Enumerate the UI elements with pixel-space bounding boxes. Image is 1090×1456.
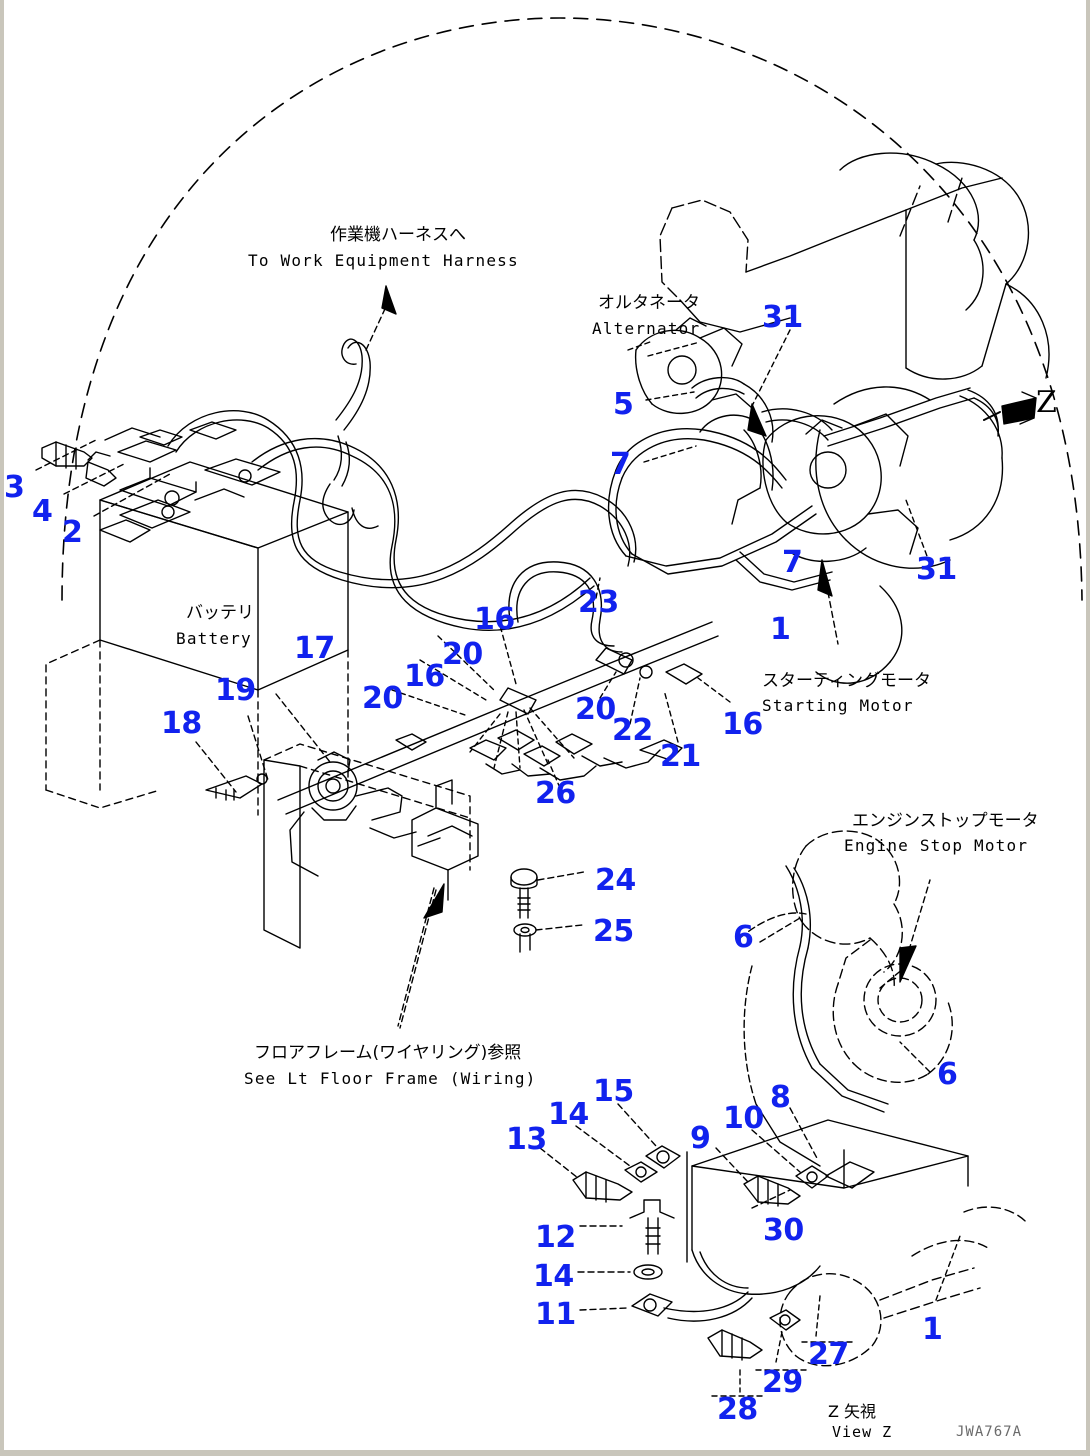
part-callout-4: 4 (32, 494, 53, 529)
part-callout-9: 9 (690, 1121, 711, 1156)
label-starting-motor-jp: スターティングモータ (762, 671, 931, 691)
part-callout-16: 16 (722, 707, 763, 742)
part-callout-21: 21 (660, 739, 701, 774)
part-callout-7: 7 (610, 447, 631, 482)
label-battery-en: Battery (176, 629, 252, 648)
battery-cables (167, 410, 637, 632)
part-callout-15: 15 (593, 1074, 634, 1109)
battery-terminal-hardware (35, 439, 171, 543)
part-callout-27: 27 (808, 1337, 849, 1372)
work-equipment-harness-branch (322, 285, 397, 529)
starting-motor-body (731, 413, 919, 645)
canopy-arc (61, 17, 1083, 601)
label-alternator-jp: オルタネータ (598, 293, 700, 313)
section-arrow-z (983, 391, 1037, 425)
part-callout-30: 30 (763, 1213, 804, 1248)
main-harness-trunk (277, 617, 731, 815)
label-work-equipment-harness-en: To Work Equipment Harness (248, 251, 519, 270)
part-callout-29: 29 (762, 1365, 803, 1400)
part-callout-10: 10 (723, 1101, 764, 1136)
part-callout-16: 16 (474, 602, 515, 637)
label-floor-frame-wiring-en: See Lt Floor Frame (Wiring) (244, 1069, 537, 1088)
part-callout-8: 8 (770, 1080, 791, 1115)
part-callout-19: 19 (215, 673, 256, 708)
floor-frame-label-leader (397, 887, 435, 1027)
part-callout-20: 20 (575, 692, 616, 727)
view-z-label-en: View Z (832, 1423, 893, 1441)
part-callout-7: 7 (782, 545, 803, 580)
label-engine-stop-motor-en: Engine Stop Motor (844, 836, 1029, 855)
part-callout-14: 14 (548, 1097, 589, 1132)
page-edge-left (0, 0, 4, 1456)
label-engine-stop-motor-jp: エンジンストップモータ (852, 811, 1039, 831)
view-z-label-jp: Z 矢視 (828, 1402, 877, 1421)
label-battery-jp: バッテリ (186, 603, 254, 623)
part-callout-31: 31 (916, 552, 957, 587)
part-callout-20: 20 (442, 637, 483, 672)
horn-and-frame (195, 693, 471, 949)
label-work-equipment-harness-jp: 作業機ハーネスへ (330, 225, 466, 245)
floor-frame-plate (399, 779, 479, 1029)
part-callout-6: 6 (937, 1057, 958, 1092)
engine-harness-loops (607, 329, 999, 591)
part-callout-25: 25 (593, 914, 634, 949)
part-callout-22: 22 (612, 713, 653, 748)
label-alternator-en: Alternator (592, 319, 701, 338)
part-callout-6: 6 (733, 920, 754, 955)
part-callout-12: 12 (535, 1220, 576, 1255)
part-callout-28: 28 (717, 1392, 758, 1427)
part-callout-2: 2 (62, 515, 83, 550)
label-starting-motor-en: Starting Motor (762, 696, 914, 715)
part-callout-31: 31 (762, 300, 803, 335)
page-edge-bottom (0, 1450, 1090, 1456)
part-callout-26: 26 (535, 776, 576, 811)
part-callout-1: 1 (922, 1312, 943, 1347)
part-callout-1: 1 (770, 612, 791, 647)
part-callout-5: 5 (613, 387, 634, 422)
part-callout-24: 24 (595, 863, 636, 898)
section-marker-z-label: Z (1036, 385, 1057, 420)
engine-stop-motor-assembly (691, 830, 1029, 1367)
leaders-item-6 (759, 917, 931, 1073)
part-callout-18: 18 (161, 706, 202, 741)
page-edge-right (1086, 0, 1090, 1456)
part-callout-14: 14 (533, 1259, 574, 1294)
part-callout-13: 13 (506, 1122, 547, 1157)
part-callout-11: 11 (535, 1297, 576, 1332)
label-floor-frame-wiring-jp: フロアフレーム(ワイヤリング)参照 (254, 1043, 522, 1063)
drawing-number: JWA767A (956, 1424, 1023, 1440)
part-callout-16: 16 (404, 659, 445, 694)
part-callout-3: 3 (4, 470, 25, 505)
engine-upper-assembly (627, 152, 1050, 684)
part-callout-23: 23 (578, 585, 619, 620)
part-callout-17: 17 (294, 631, 335, 666)
part-callout-20: 20 (362, 681, 403, 716)
hardware-24-25 (510, 868, 585, 953)
